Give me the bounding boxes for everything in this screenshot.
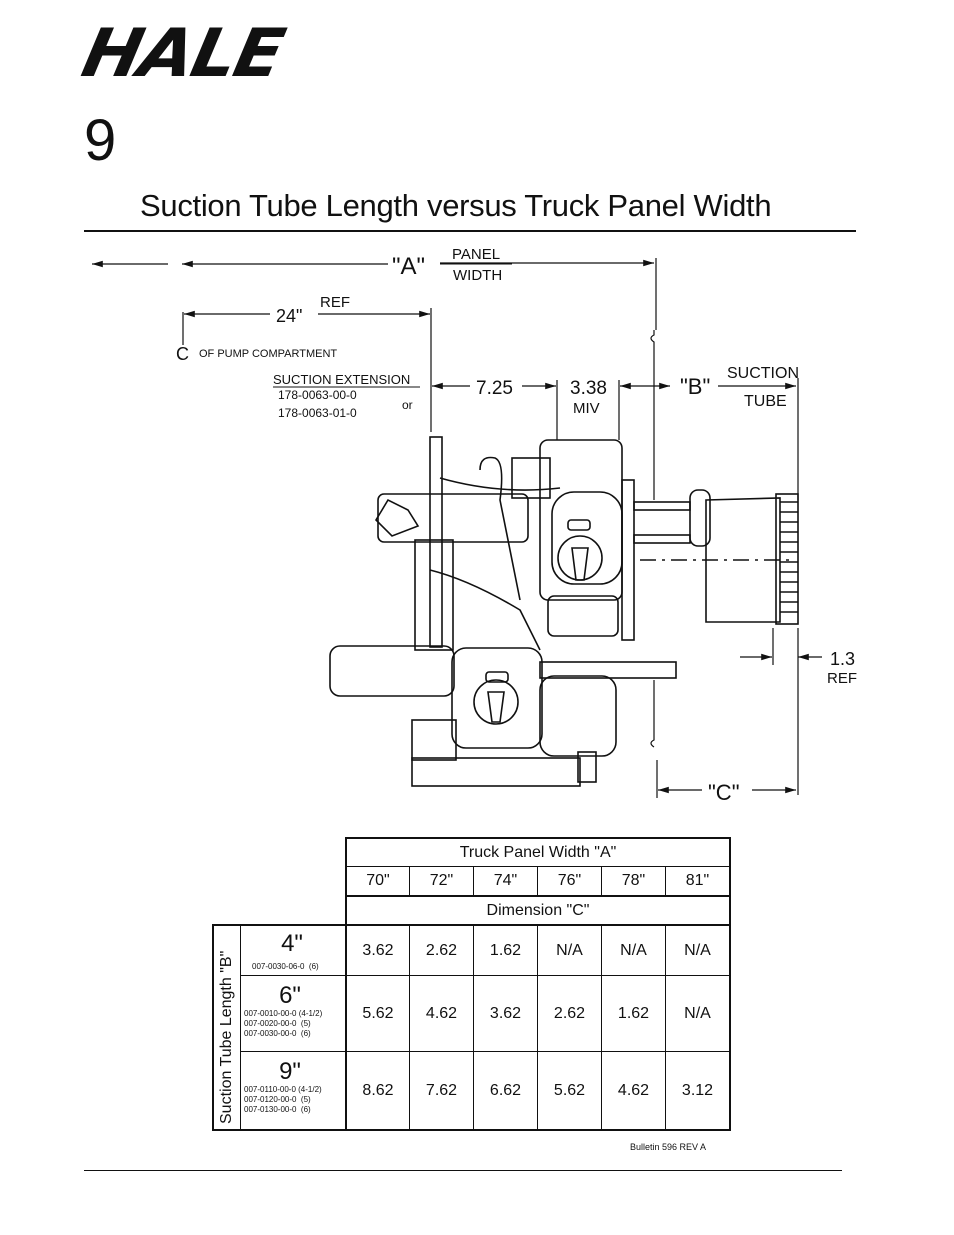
tube-size: 9"	[279, 1058, 301, 1085]
suction-label: SUCTION	[727, 365, 799, 382]
width-header: 72"	[429, 872, 454, 889]
panel-label: PANEL	[452, 246, 500, 263]
width-header: 78"	[621, 872, 646, 889]
centerline-symbol: C	[176, 344, 189, 364]
extension-part-1: 178-0063-00-0	[278, 388, 357, 402]
ref-right-label: REF	[827, 670, 857, 687]
bulletin-label: Bulletin 596 REV A	[630, 1142, 707, 1152]
width-header: 76"	[557, 872, 582, 889]
table-cell: 5.62	[553, 1081, 586, 1099]
tube-part-numbers: 007-0110-00-0 (4-1/2) 007-0120-00-0 (5) …	[244, 1085, 322, 1114]
table-cell: 4.62	[425, 1004, 458, 1022]
table-cell: 5.62	[362, 1004, 394, 1022]
table-cell: N/A	[684, 1004, 711, 1022]
page-title: Suction Tube Length versus Truck Panel W…	[140, 188, 772, 223]
table-cell: N/A	[556, 941, 583, 959]
tube-part-numbers: 007-0030-06-0 (6)	[252, 962, 319, 971]
tube-size: 6"	[279, 982, 301, 1009]
row-axis-label: Suction Tube Length "B"	[218, 950, 235, 1124]
tube-part-numbers: 007-0010-00-0 (4-1/2) 007-0020-00-0 (5) …	[244, 1009, 323, 1038]
title-rule	[84, 230, 856, 232]
pump-diagram: "A" PANEL WIDTH 24" REF C OF PUMP COMPAR…	[92, 246, 857, 805]
table-cell: 8.62	[362, 1081, 394, 1099]
ref-top-label: REF	[320, 294, 350, 311]
table-cell: 3.62	[362, 941, 394, 959]
table-cell: 1.62	[617, 1004, 650, 1022]
section-number: 9	[84, 108, 117, 173]
centerline-text: OF PUMP COMPARTMENT	[199, 348, 337, 360]
table-cell: 1.62	[489, 941, 522, 959]
table-cell: 7.62	[425, 1081, 458, 1099]
dim-24-label: 24"	[276, 306, 302, 326]
table-cell: 4.62	[617, 1081, 650, 1099]
table-cell: N/A	[684, 941, 711, 959]
tube-label: TUBE	[744, 393, 787, 410]
extension-part-2: 178-0063-01-0	[278, 406, 357, 420]
tube-size: 4"	[281, 930, 303, 957]
dim-338-label: 3.38	[570, 378, 607, 399]
or-label: or	[402, 398, 413, 412]
table-cell: 3.62	[489, 1004, 522, 1022]
dimension-c-title: Dimension "C"	[486, 901, 590, 919]
dim-b-label: "B"	[680, 374, 710, 399]
dim-a-label: "A"	[392, 253, 425, 280]
width-header: 74"	[493, 872, 518, 889]
width-header: 70"	[366, 872, 390, 889]
table-cell: 3.12	[681, 1081, 714, 1099]
dim-725-label: 7.25	[476, 378, 513, 399]
miv-label: MIV	[573, 400, 600, 417]
dim-13-label: 1.3	[830, 649, 855, 669]
footer-rule	[84, 1170, 842, 1171]
suction-extension-label: SUCTION EXTENSION	[273, 372, 410, 387]
table-cell: 2.62	[553, 1004, 586, 1022]
width-label: WIDTH	[453, 267, 502, 284]
width-header: 81"	[685, 872, 710, 889]
dim-c-label: "C"	[708, 780, 740, 805]
table-header-title: Truck Panel Width "A"	[459, 843, 617, 861]
table-cell: N/A	[620, 941, 647, 959]
table-cell: 2.62	[425, 941, 458, 959]
table-cell: 6.62	[489, 1081, 522, 1099]
